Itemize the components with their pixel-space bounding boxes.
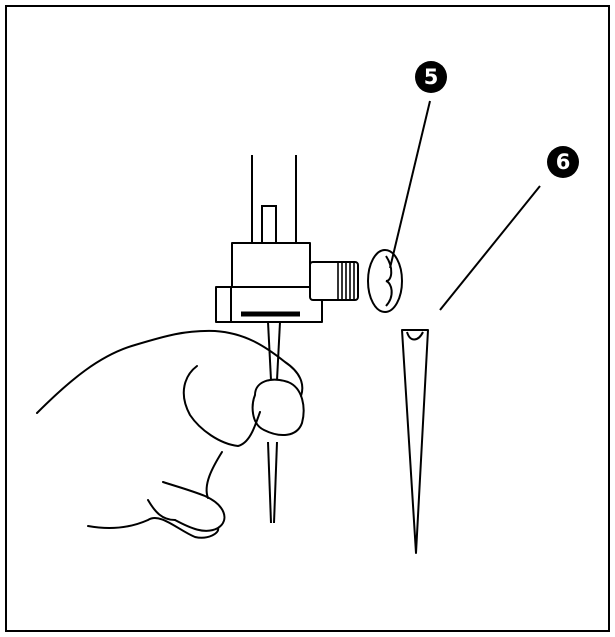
clamp-screw <box>309 249 403 313</box>
loose-needle <box>401 329 429 554</box>
index-finger <box>182 365 261 447</box>
ring-finger <box>162 481 226 532</box>
callout-5: 5 <box>415 61 447 93</box>
leader-line-6 <box>439 185 541 311</box>
callout-5-label: 5 <box>424 65 439 89</box>
screw-thread <box>337 263 355 299</box>
palm-edge <box>87 517 220 539</box>
hand-illustration <box>36 329 305 539</box>
middle-finger <box>205 451 223 499</box>
leader-line-5 <box>389 100 431 269</box>
hand-back <box>36 329 304 414</box>
callout-5-circle <box>415 61 447 93</box>
installed-needle <box>267 321 281 524</box>
needle-bar <box>251 155 297 269</box>
thumb <box>251 378 305 436</box>
callout-6: 6 <box>547 146 579 178</box>
needle-clamp <box>215 242 323 323</box>
callout-6-circle <box>547 146 579 178</box>
callout-6-label: 6 <box>556 150 571 174</box>
finger-crease <box>147 499 176 521</box>
screw-head <box>367 249 403 313</box>
